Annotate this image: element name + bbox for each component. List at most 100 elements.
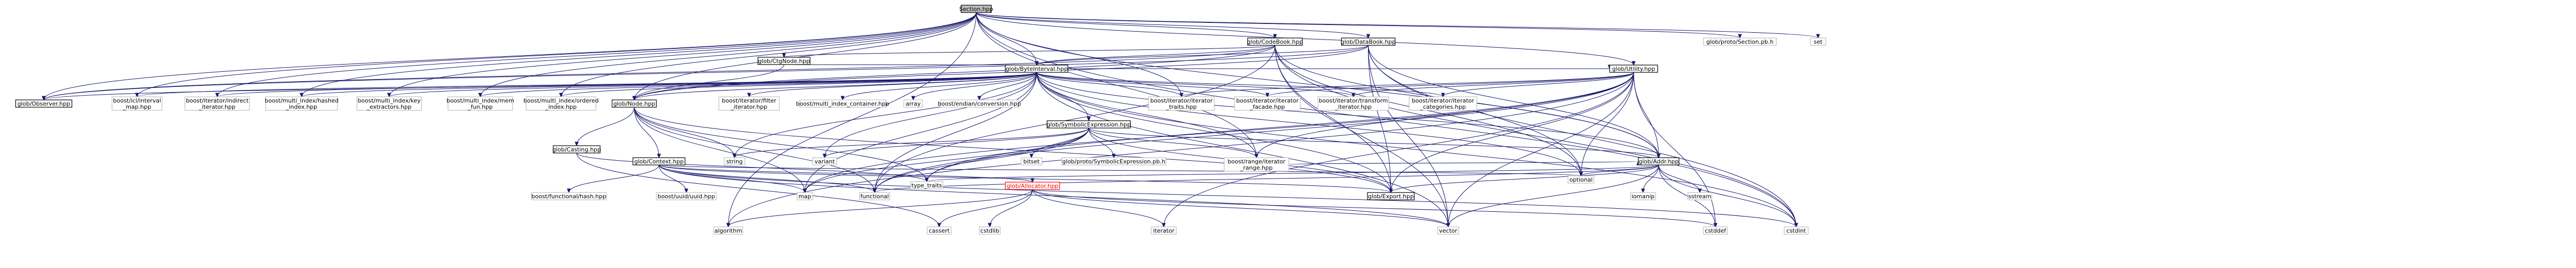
node-box (1234, 96, 1301, 111)
node-array[interactable]: array (903, 99, 923, 108)
node-string[interactable]: string (724, 157, 745, 165)
node-box (1687, 192, 1712, 200)
edge-arrowhead-context-to-allocator (1030, 178, 1035, 183)
node-algorithm[interactable]: algorithm (713, 226, 743, 235)
node-box (812, 157, 837, 165)
node-casting[interactable]: glob/Casting.hpp (552, 145, 601, 154)
edge-utility-to-map (804, 72, 1634, 193)
node-sectionpb[interactable]: glob/proto/Section.pb.h (1703, 37, 1777, 46)
node-mi-key[interactable]: boost/multi_index/key_extractors.hpp (356, 96, 422, 111)
node-transform-iter[interactable]: boost/iterator/transform_iterator.hpp (1317, 96, 1389, 111)
edge-arrowhead-allocator-to-vector (1446, 223, 1450, 228)
node-mi-hashed[interactable]: boost/multi_index/hashed_index.hpp (265, 96, 339, 111)
edge-section-to-codebook (976, 12, 1275, 39)
node-cstddef[interactable]: cstddef (1703, 226, 1728, 235)
node-map[interactable]: map (797, 192, 813, 200)
node-label: glob/Context.hpp (634, 158, 684, 165)
node-ctgnode[interactable]: glob/CtgNode.hpp (757, 57, 811, 65)
node-box (1151, 226, 1177, 235)
node-box (531, 192, 607, 200)
node-section[interactable]: Section.hpp (959, 5, 993, 13)
node-label: variant (815, 158, 836, 165)
edge-ctgnode-to-node (634, 64, 785, 100)
node-variant[interactable]: variant (812, 157, 837, 165)
node-label: boost/iterator/iterator (1412, 97, 1474, 104)
edge-symexpr-to-map (804, 127, 1089, 193)
node-cassert[interactable]: cassert (927, 226, 952, 235)
edge-databook-to-cstdint (1368, 45, 1797, 227)
edge-arrowhead-byteinterval-to-symexpr (1087, 117, 1091, 122)
node-export[interactable]: glob/Export.hpp (1367, 192, 1415, 200)
node-func-hash[interactable]: boost/functional/hash.hpp (531, 192, 607, 200)
node-label: array (906, 100, 921, 107)
node-iter-categories[interactable]: boost/iterator/iterator_categories.hpp (1409, 96, 1477, 111)
edge-addr-to-sstream (1658, 164, 1700, 193)
node-label: glob/proto/Section.pb.h (1707, 39, 1774, 45)
node-bitset[interactable]: bitset (1021, 157, 1042, 165)
node-icl-map[interactable]: boost/icl/interval_map.hpp (111, 96, 163, 111)
edge-arrowhead-utility-to-iter_categories (1441, 93, 1445, 98)
edge-byteinterval-to-range (1036, 72, 1257, 158)
node-iter-facade[interactable]: boost/iterator/iterator_facade.hpp (1234, 96, 1301, 111)
node-optional[interactable]: optional (1567, 175, 1595, 184)
node-iterator[interactable]: iterator (1151, 226, 1177, 235)
edge-arrowhead-symexpr-to-bitset (1029, 154, 1034, 159)
node-utility[interactable]: glob/Utility.hpp (1609, 65, 1658, 73)
node-allocator[interactable]: glob/Allocator.hpp (1005, 182, 1060, 190)
edge-byteinterval-to-vector (1036, 72, 1449, 227)
node-addr[interactable]: glob/Addr.hpp (1638, 157, 1679, 165)
node-uuid[interactable]: boost/uuid/uuid.hpp (656, 192, 717, 200)
node-mi-mem[interactable]: boost/multi_index/mem_fun.hpp (446, 96, 514, 111)
node-functional[interactable]: functional (859, 192, 890, 200)
node-box (526, 96, 596, 111)
node-filter-iter[interactable]: boost/iterator/filter_iterator.hpp (718, 96, 780, 111)
node-endian[interactable]: boost/endian/conversion.hpp (938, 99, 1021, 108)
edge-databook-to-observer (43, 45, 1368, 100)
edge-arrowhead-node-to-context (657, 154, 661, 159)
edge-addr-to-cstdint (1658, 164, 1797, 227)
node-range[interactable]: boost/range/iterator_range.hpp (1224, 157, 1289, 172)
node-codebook[interactable]: glob/CodeBook.hpp (1247, 37, 1303, 46)
node-observer[interactable]: glob/Observer.hpp (15, 99, 72, 108)
node-mi-container[interactable]: boost/multi_index_container.hpp (796, 99, 889, 108)
node-box (1409, 96, 1477, 111)
node-vector[interactable]: vector (1437, 226, 1459, 235)
node-box (632, 157, 686, 165)
node-label: boost/multi_index/hashed (265, 97, 339, 104)
edge-section-to-databook (976, 12, 1368, 39)
node-type-traits[interactable]: type_traits (910, 181, 943, 189)
node-box (799, 99, 886, 108)
node-cstdint[interactable]: cstdint (1784, 226, 1809, 235)
edge-arrowhead-section-to-databook (1366, 34, 1371, 39)
node-databook[interactable]: glob/DataBook.hpp (1341, 37, 1396, 46)
node-byteinterval[interactable]: glob/ByteInterval.hpp (1005, 65, 1068, 73)
edge-section-to-indirect_iter (217, 12, 977, 97)
node-indirect-iter[interactable]: boost/iterator/indirect_iterator.hpp (184, 96, 250, 111)
node-label: glob/CtgNode.hpp (758, 58, 810, 65)
node-label: _extractors.hpp (366, 104, 412, 110)
node-label: sstream (1688, 193, 1711, 200)
edge-byteinterval-to-mi_hashed (301, 72, 1037, 97)
node-symexpr-pb[interactable]: glob/proto/SymbolicExpression.pb.h (1061, 157, 1166, 165)
node-box (1638, 157, 1679, 165)
edge-arrowhead-casting-to-type_traits (925, 177, 929, 183)
edge-arrowhead-allocator-to-cstddef (1713, 223, 1718, 228)
node-context[interactable]: glob/Context.hpp (632, 157, 686, 165)
node-iomanip[interactable]: iomanip (1630, 192, 1656, 200)
edge-section-to-mi_mem (480, 12, 977, 97)
edge-byteinterval-to-cstdint (1036, 72, 1797, 227)
node-sstream[interactable]: sstream (1687, 192, 1712, 200)
edge-arrowhead-byteinterval-to-observer (42, 96, 46, 101)
node-set[interactable]: set (1810, 37, 1826, 46)
edge-arrowhead-utility-to-iter_facade (1265, 93, 1270, 98)
edge-databook-to-node (634, 45, 1368, 100)
node-cstdlib[interactable]: cstdlib (979, 226, 1001, 235)
edge-arrowhead-byteinterval-to-mi_container (840, 96, 845, 101)
node-box (979, 226, 1001, 235)
node-iter-traits[interactable]: boost/iterator/iterator_traits.hpp (1148, 96, 1215, 111)
node-symexpr[interactable]: glob/SymbolicExpression.hpp (1047, 120, 1131, 129)
node-node[interactable]: glob/Node.hpp (612, 99, 657, 108)
edge-context-to-func_hash (568, 164, 659, 193)
edge-symexpr-to-string (734, 127, 1089, 158)
node-mi-ordered[interactable]: boost/multi_index/ordered_index.hpp (524, 96, 599, 111)
